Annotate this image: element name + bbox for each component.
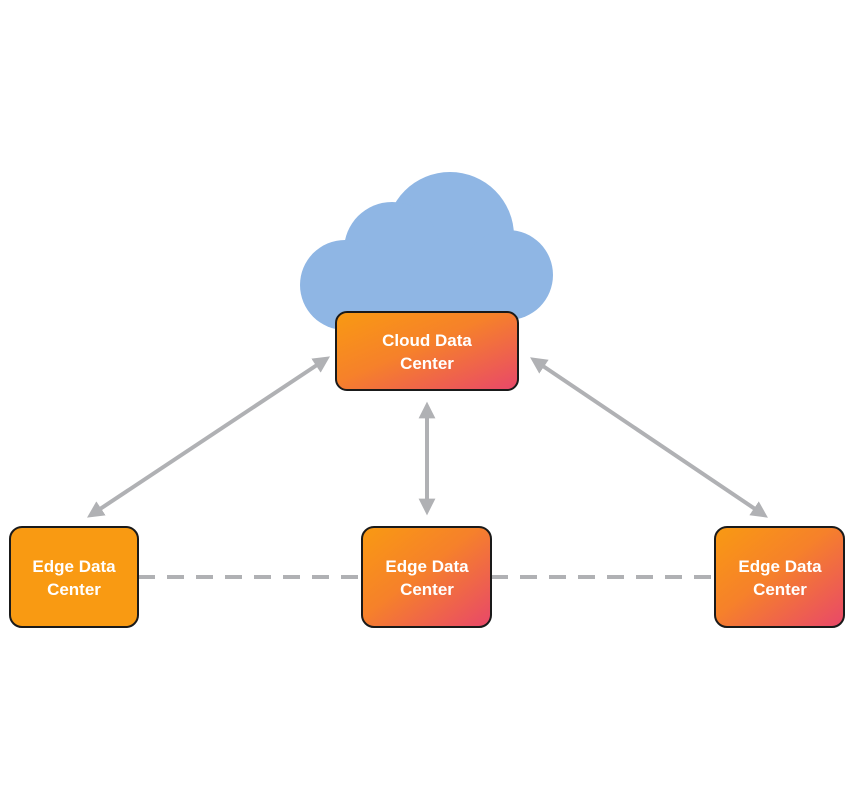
cloud-data-center-node: Cloud Data Center (335, 311, 519, 391)
cloud-node-label-line1: Cloud Data (382, 331, 472, 350)
edge-middle-label-line1: Edge Data (385, 557, 469, 576)
edge-data-center-node-middle: Edge Data Center (361, 526, 492, 628)
edge-left-label-line1: Edge Data (32, 557, 116, 576)
edge-data-center-node-right: Edge Data Center (714, 526, 845, 628)
edge-left-label-line2: Center (47, 580, 101, 599)
cloud-node-label-line2: Center (400, 354, 454, 373)
edge-data-center-node-left: Edge Data Center (9, 526, 139, 628)
cloud-icon (300, 172, 553, 330)
edge-right-label-line1: Edge Data (738, 557, 822, 576)
link-arrow-right (530, 357, 768, 518)
edge-middle-label-line2: Center (400, 580, 454, 599)
edge-right-label-line2: Center (753, 580, 807, 599)
link-arrow-left (87, 356, 330, 518)
